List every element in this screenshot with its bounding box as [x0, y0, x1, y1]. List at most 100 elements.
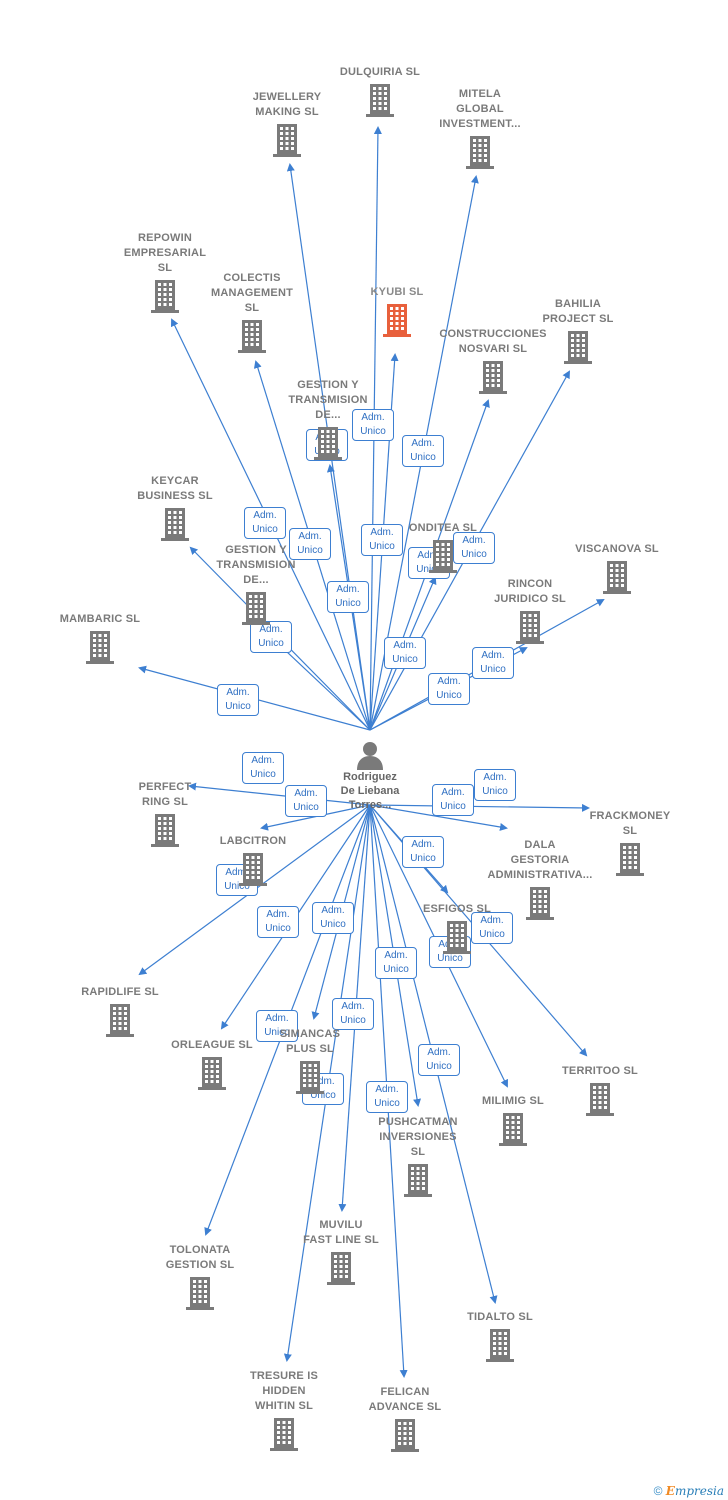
role-badge[interactable]: Adm. Unico [244, 507, 286, 539]
building-icon [404, 1164, 432, 1197]
company-label: BAHILIA PROJECT SL [542, 298, 614, 325]
edge-line [369, 804, 508, 831]
role-badge[interactable]: Adm. Unico [352, 409, 394, 441]
company-node[interactable]: ESFIGOS SL [397, 902, 517, 954]
company-node[interactable]: SIMANCAS PLUS SL [250, 1027, 370, 1094]
role-badge[interactable]: Adm. Unico [428, 673, 470, 705]
company-label: PUSHCATMAN INVERSIONES SL [378, 1116, 458, 1158]
company-label: TRESURE IS HIDDEN WHITIN SL [249, 1370, 318, 1412]
role-badge[interactable]: Adm. Unico [366, 1081, 408, 1113]
company-node[interactable]: PERFECT RING SL [105, 780, 225, 847]
brand-logo[interactable]: Empresia [665, 1484, 724, 1498]
company-label: TOLONATA GESTION SL [165, 1244, 235, 1271]
role-badge[interactable]: Adm. Unico [472, 647, 514, 679]
role-badge[interactable]: Adm. Unico [289, 528, 331, 560]
company-label: MAMBARIC SL [59, 613, 141, 625]
building-icon [486, 1329, 514, 1362]
company-label: PERFECT RING SL [138, 781, 192, 808]
role-badge[interactable]: Adm. Unico [327, 581, 369, 613]
building-icon [516, 611, 544, 644]
company-label: DALA GESTORIA ADMINISTRATIVA... [487, 839, 593, 881]
company-node[interactable]: RAPIDLIFE SL [60, 985, 180, 1037]
building-icon [443, 921, 471, 954]
company-node[interactable]: FRACKMONEY SL [570, 809, 690, 876]
company-node[interactable]: ORLEAGUE SL [152, 1038, 272, 1090]
company-label: RINCON JURIDICO SL [494, 578, 566, 605]
building-icon [242, 592, 270, 625]
company-node[interactable]: LABCITRON [193, 834, 313, 886]
role-badge[interactable]: Adm. Unico [375, 947, 417, 979]
company-node[interactable]: JEWELLERY MAKING SL [227, 90, 347, 157]
company-node[interactable]: MITELA GLOBAL INVESTMENT... [420, 87, 540, 169]
company-node[interactable]: MAMBARIC SL [40, 612, 160, 664]
company-node[interactable]: RINCON JURIDICO SL [470, 577, 590, 644]
company-node[interactable]: GESTION Y TRANSMISION DE... [196, 543, 316, 625]
company-label: ONDITEA SL [408, 522, 478, 534]
company-node[interactable]: MILIMIG SL [453, 1094, 573, 1146]
building-icon [499, 1113, 527, 1146]
company-node[interactable]: TOLONATA GESTION SL [140, 1243, 260, 1310]
company-node[interactable]: REPOWIN EMPRESARIAL SL [105, 231, 225, 313]
role-badge[interactable]: Adm. Unico [471, 912, 513, 944]
company-node[interactable]: TRESURE IS HIDDEN WHITIN SL [224, 1369, 344, 1451]
company-node[interactable]: DULQUIRIA SL [320, 65, 440, 117]
company-label: MILIMIG SL [482, 1095, 544, 1107]
company-node[interactable]: DALA GESTORIA ADMINISTRATIVA... [480, 838, 600, 920]
company-node[interactable]: MUVILU FAST LINE SL [281, 1218, 401, 1285]
company-label: GESTION Y TRANSMISION DE... [288, 379, 368, 421]
building-icon [564, 331, 592, 364]
building-icon [429, 540, 457, 573]
company-node[interactable]: KYUBI SL [337, 285, 457, 337]
company-node[interactable]: COLECTIS MANAGEMENT SL [192, 271, 312, 353]
role-badge[interactable]: Adm. Unico [361, 524, 403, 556]
role-badge[interactable]: Adm. Unico [332, 998, 374, 1030]
company-node[interactable]: CONSTRUCCIONES NOSVARI SL [433, 327, 553, 394]
company-label: SIMANCAS PLUS SL [279, 1028, 341, 1055]
building-icon [161, 508, 189, 541]
building-icon [86, 631, 114, 664]
company-label: RAPIDLIFE SL [81, 986, 159, 998]
building-icon [270, 1418, 298, 1451]
role-badge[interactable]: Adm. Unico [256, 1010, 298, 1042]
company-node[interactable]: TERRITOO SL [540, 1064, 660, 1116]
company-label: JEWELLERY MAKING SL [252, 91, 322, 118]
company-label: CONSTRUCCIONES NOSVARI SL [439, 328, 547, 355]
building-icon [239, 853, 267, 886]
person-node[interactable]: Rodriguez De Liebana Torres... [310, 740, 430, 812]
role-badge[interactable]: Adm. Unico [384, 637, 426, 669]
building-icon [586, 1083, 614, 1116]
company-label: GESTION Y TRANSMISION DE... [216, 544, 296, 586]
edge-line [369, 803, 590, 812]
company-node[interactable]: TIDALTO SL [440, 1310, 560, 1362]
role-badge[interactable]: Adm. Unico [453, 532, 495, 564]
role-badge[interactable]: Adm. Unico [285, 785, 327, 817]
role-badge[interactable]: Adm. Unico [402, 836, 444, 868]
company-node[interactable]: VISCANOVA SL [557, 542, 677, 594]
company-node[interactable]: BAHILIA PROJECT SL [518, 297, 638, 364]
building-icon [273, 124, 301, 157]
role-badge[interactable]: Adm. Unico [474, 769, 516, 801]
company-node[interactable]: KEYCAR BUSINESS SL [115, 474, 235, 541]
role-badge[interactable]: Adm. Unico [402, 435, 444, 467]
company-node[interactable]: ONDITEA SL [383, 521, 503, 573]
role-badge[interactable]: Adm. Unico [257, 906, 299, 938]
company-label: KYUBI SL [370, 286, 424, 298]
company-label: FRACKMONEY SL [589, 810, 671, 837]
company-label: REPOWIN EMPRESARIAL SL [123, 232, 207, 274]
company-label: FELICAN ADVANCE SL [368, 1386, 442, 1413]
role-badge[interactable]: Adm. Unico [418, 1044, 460, 1076]
company-node[interactable]: GESTION Y TRANSMISION DE... [268, 378, 388, 460]
company-node[interactable]: PUSHCATMAN INVERSIONES SL [358, 1115, 478, 1197]
company-label: LABCITRON [219, 835, 287, 847]
role-badge[interactable]: Adm. Unico [312, 902, 354, 934]
building-icon [366, 84, 394, 117]
person-label: Rodriguez De Liebana Torres... [340, 771, 400, 811]
role-badge[interactable]: Adm. Unico [432, 784, 474, 816]
building-icon [186, 1277, 214, 1310]
role-badge[interactable]: Adm. Unico [217, 684, 259, 716]
role-badge[interactable]: Adm. Unico [242, 752, 284, 784]
role-badge[interactable]: Adm. Unico [250, 621, 292, 653]
company-node[interactable]: FELICAN ADVANCE SL [345, 1385, 465, 1452]
building-icon [526, 887, 554, 920]
